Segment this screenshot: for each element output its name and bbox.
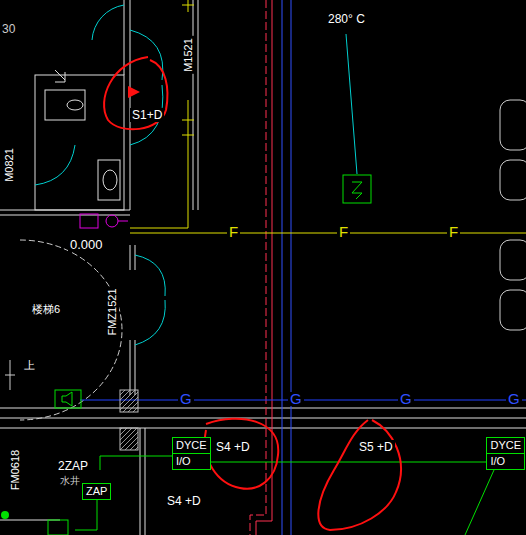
plan-label: G [288, 392, 304, 406]
plan-label: G [506, 392, 522, 406]
plan-label: 30 [2, 22, 15, 36]
plan-label: 上 [22, 358, 37, 372]
plan-label: S5 +D [357, 440, 395, 454]
door-tag: FMZ1521 [105, 286, 119, 337]
plan-label: 0.000 [68, 238, 105, 252]
plan-label: F [447, 225, 460, 239]
plan-label: 280° C [326, 12, 367, 26]
device-code: I/O [173, 453, 210, 469]
door-tag: FM0618 [8, 448, 22, 492]
plan-label: F [337, 225, 350, 239]
door-tag: M1521 [181, 36, 195, 74]
device-code: ZAP [83, 484, 110, 499]
device-box: ZAP [82, 483, 111, 500]
plan-label: S4 +D [165, 494, 203, 508]
plan-label: 2ZAP [56, 459, 90, 473]
plan-label: F [227, 225, 240, 239]
device-code: I/O [487, 453, 524, 469]
device-box: DYCEI/O [486, 437, 525, 470]
plan-label: S1+D [130, 108, 164, 122]
plan-label: S4 +D [214, 440, 252, 454]
door-tag: M0821 [2, 146, 16, 184]
plan-label: G [398, 392, 414, 406]
device-code: DYCE [487, 438, 524, 453]
plan-label: 楼梯6 [30, 302, 62, 316]
device-code: DYCE [173, 438, 210, 453]
plan-label: 水井 [58, 474, 82, 488]
device-box: DYCEI/O [172, 437, 211, 470]
plan-label: G [178, 392, 194, 406]
